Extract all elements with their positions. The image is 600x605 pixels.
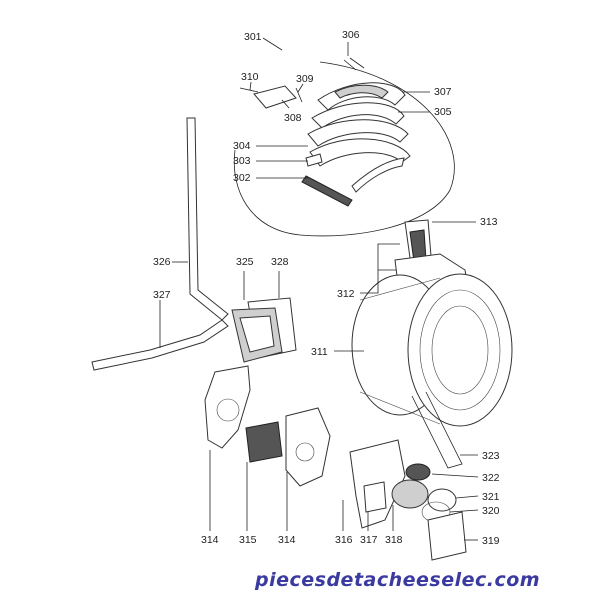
housing-314-right-hole — [295, 442, 315, 462]
detail-circle-outline — [233, 61, 455, 237]
leader-309 — [297, 83, 304, 93]
housing-314-left-hole — [216, 398, 240, 422]
label-328: 328 — [271, 256, 289, 268]
label-319: 319 — [482, 535, 500, 547]
cover-assembly-detail — [233, 57, 455, 237]
frame-304 — [307, 119, 409, 147]
label-307: 307 — [434, 86, 452, 98]
tab-303 — [305, 153, 323, 167]
label-310: 310 — [241, 71, 259, 83]
pulley-321 — [427, 488, 457, 512]
label-312: 312 — [337, 288, 355, 300]
housing-314-right — [285, 407, 331, 487]
motor-315 — [245, 421, 283, 463]
housing-314-left — [204, 365, 251, 449]
pin-306b — [349, 57, 365, 69]
strip-302b — [351, 157, 405, 193]
tube-326 — [186, 117, 229, 321]
roller-322 — [405, 463, 431, 481]
watermark-text: piecesdetacheeselec.com — [254, 569, 540, 591]
label-311: 311 — [311, 346, 328, 358]
label-325: 325 — [236, 256, 254, 268]
label-314-right: 314 — [278, 534, 296, 546]
label-304: 304 — [233, 140, 251, 152]
strip-302 — [301, 175, 353, 207]
label-327: 327 — [153, 289, 171, 301]
label-306: 306 — [342, 29, 360, 41]
drum-311-ring — [419, 289, 501, 411]
leader-322 — [431, 473, 479, 478]
drum-311-bottom-edge — [359, 391, 441, 425]
label-321: 321 — [482, 491, 500, 503]
tube-327 — [91, 319, 229, 371]
leader-321 — [455, 495, 479, 499]
label-322: 322 — [482, 472, 500, 484]
filter-housing — [231, 297, 297, 363]
hinge-308 — [253, 85, 297, 109]
pin-309 — [295, 87, 303, 103]
leader-320 — [449, 509, 479, 513]
drum-311-top-edge — [359, 277, 441, 301]
leader-lines — [159, 37, 479, 541]
part-labels: 301 302 303 304 305 306 307 308 309 310 … — [153, 29, 500, 547]
leader-312 — [360, 243, 400, 294]
leader-310 — [249, 81, 252, 91]
pin-306a — [343, 59, 357, 71]
filter-303 — [309, 138, 411, 167]
pin-310 — [239, 87, 259, 93]
leader-308 — [281, 99, 290, 109]
gear-318 — [391, 479, 429, 509]
label-302: 302 — [233, 172, 251, 184]
housing-325-inner — [239, 315, 275, 353]
drum-assembly — [351, 219, 513, 469]
label-326: 326 — [153, 256, 171, 268]
drive-group — [349, 439, 467, 561]
label-317: 317 — [360, 534, 378, 546]
motor-group — [204, 365, 331, 487]
bracket-319 — [427, 511, 467, 561]
label-320: 320 — [482, 505, 500, 517]
belt-323 — [411, 391, 463, 469]
label-305: 305 — [434, 106, 452, 118]
drum-311-front — [407, 273, 513, 427]
hose-tubes — [91, 117, 229, 371]
label-301: 301 — [244, 31, 262, 43]
label-309: 309 — [296, 73, 314, 85]
grille-305 — [311, 102, 405, 129]
label-315: 315 — [239, 534, 257, 546]
label-318: 318 — [385, 534, 403, 546]
label-316: 316 — [335, 534, 353, 546]
label-303: 303 — [233, 155, 251, 167]
label-323: 323 — [482, 450, 500, 462]
leader-301 — [262, 37, 283, 51]
drum-311-inner — [431, 305, 489, 395]
label-314-left: 314 — [201, 534, 219, 546]
cover-307-window — [334, 84, 389, 99]
label-308: 308 — [284, 112, 302, 124]
label-313: 313 — [480, 216, 498, 228]
plate-317 — [363, 481, 387, 513]
